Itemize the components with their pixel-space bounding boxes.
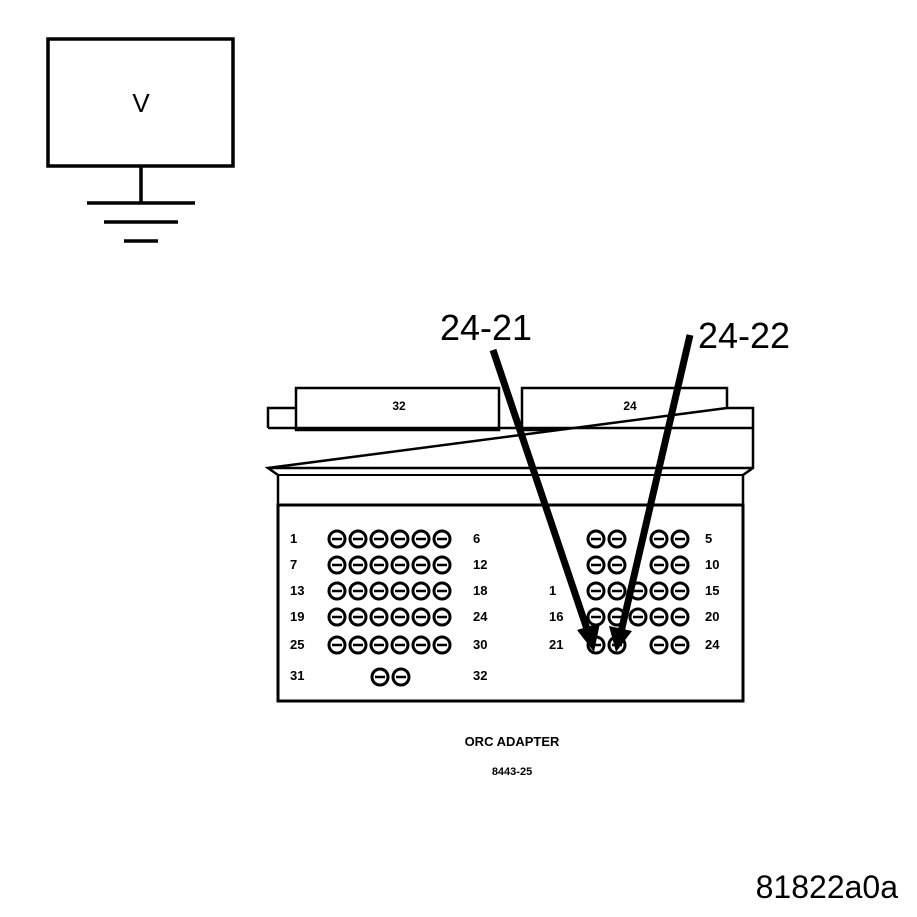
pin-hole: [348, 529, 368, 549]
pin-hole: [628, 581, 648, 601]
figure-id: 81822a0a: [756, 869, 899, 905]
pin-hole: [390, 581, 410, 601]
pin-hole: [607, 581, 627, 601]
pin-hole: [390, 607, 410, 627]
connector-header-right-label: 24: [623, 399, 637, 413]
pin-hole: [411, 581, 431, 601]
voltmeter-box: [46, 37, 235, 168]
pin-label: 25: [290, 637, 304, 652]
pin-hole: [432, 635, 452, 655]
pin-hole: [391, 667, 411, 687]
pin-label: 7: [290, 557, 297, 572]
pin-label: 24: [705, 637, 720, 652]
probe-arrows: 24-21 24-22: [440, 307, 790, 652]
probe-lead-24-22: [617, 334, 694, 633]
pin-hole: [670, 635, 690, 655]
pin-hole: [327, 581, 347, 601]
pin-label: 21: [549, 637, 563, 652]
voltmeter: V: [46, 37, 235, 168]
pin-label: 10: [705, 557, 719, 572]
pin-hole: [670, 607, 690, 627]
pin-label: 12: [473, 557, 487, 572]
pin-hole: [369, 529, 389, 549]
pin-hole: [586, 529, 606, 549]
pin-hole: [348, 555, 368, 575]
pin-hole: [348, 581, 368, 601]
pin-hole: [369, 607, 389, 627]
probe-lead-24-21: [489, 348, 592, 634]
pin-hole: [348, 635, 368, 655]
connector-part-number: 8443-25: [492, 766, 532, 778]
pin-label: 32: [473, 668, 487, 683]
pin-hole: [670, 529, 690, 549]
connector-header-left: [294, 386, 501, 432]
pin-holes: [327, 529, 690, 687]
pin-hole: [649, 635, 669, 655]
pin-label: 18: [473, 583, 487, 598]
pin-hole: [649, 529, 669, 549]
pin-hole: [670, 555, 690, 575]
pin-hole: [327, 529, 347, 549]
pin-label: 13: [290, 583, 304, 598]
pin-hole: [369, 581, 389, 601]
probe-label-24-22: 24-22: [698, 315, 790, 356]
voltmeter-symbol: V: [132, 88, 150, 118]
pin-hole: [411, 529, 431, 549]
pin-hole: [670, 581, 690, 601]
pin-hole: [411, 607, 431, 627]
connector-shroud: [264, 406, 755, 507]
pin-label: 16: [549, 609, 563, 624]
pin-hole: [411, 635, 431, 655]
pin-hole: [327, 635, 347, 655]
pin-label: 20: [705, 609, 719, 624]
pin-hole: [432, 607, 452, 627]
pin-hole: [649, 581, 669, 601]
pin-hole: [369, 555, 389, 575]
pin-hole: [649, 555, 669, 575]
pin-label: 19: [290, 609, 304, 624]
pin-hole: [628, 607, 648, 627]
pin-hole: [586, 607, 606, 627]
pin-label: 1: [290, 531, 297, 546]
pin-hole: [607, 529, 627, 549]
pin-label: 6: [473, 531, 480, 546]
right-pin-labels: 5 10 1 15 16 20 21 24: [549, 531, 720, 652]
pin-label: 15: [705, 583, 719, 598]
probe-arrowhead-24-21: [577, 623, 600, 652]
pin-hole: [432, 555, 452, 575]
pin-label: 1: [549, 583, 556, 598]
pin-label: 24: [473, 609, 488, 624]
connector-header-left-label: 32: [392, 399, 406, 413]
pin-hole: [369, 635, 389, 655]
pin-label: 5: [705, 531, 712, 546]
pin-hole: [390, 529, 410, 549]
pin-hole: [607, 555, 627, 575]
pin-hole: [390, 635, 410, 655]
pin-hole: [432, 581, 452, 601]
pin-hole: [390, 555, 410, 575]
probe-arrowhead-24-22: [609, 626, 632, 652]
pin-hole: [370, 667, 390, 687]
probe-label-24-21: 24-21: [440, 307, 532, 348]
pin-label: 30: [473, 637, 487, 652]
pin-hole: [586, 555, 606, 575]
pin-hole: [586, 581, 606, 601]
pin-hole: [327, 555, 347, 575]
pin-hole: [348, 607, 368, 627]
connector-caption-title: ORC ADAPTER: [465, 734, 560, 749]
orc-adapter-connector: 32 24 1 6 7 12 13 18 19 24 25 30 31 32 5: [264, 386, 755, 703]
ground-icon: [87, 166, 195, 243]
pin-hole: [411, 555, 431, 575]
pin-hole: [327, 607, 347, 627]
left-pin-labels: 1 6 7 12 13 18 19 24 25 30 31 32: [290, 531, 488, 683]
pin-hole: [432, 529, 452, 549]
pin-hole: [649, 607, 669, 627]
pin-label: 31: [290, 668, 304, 683]
